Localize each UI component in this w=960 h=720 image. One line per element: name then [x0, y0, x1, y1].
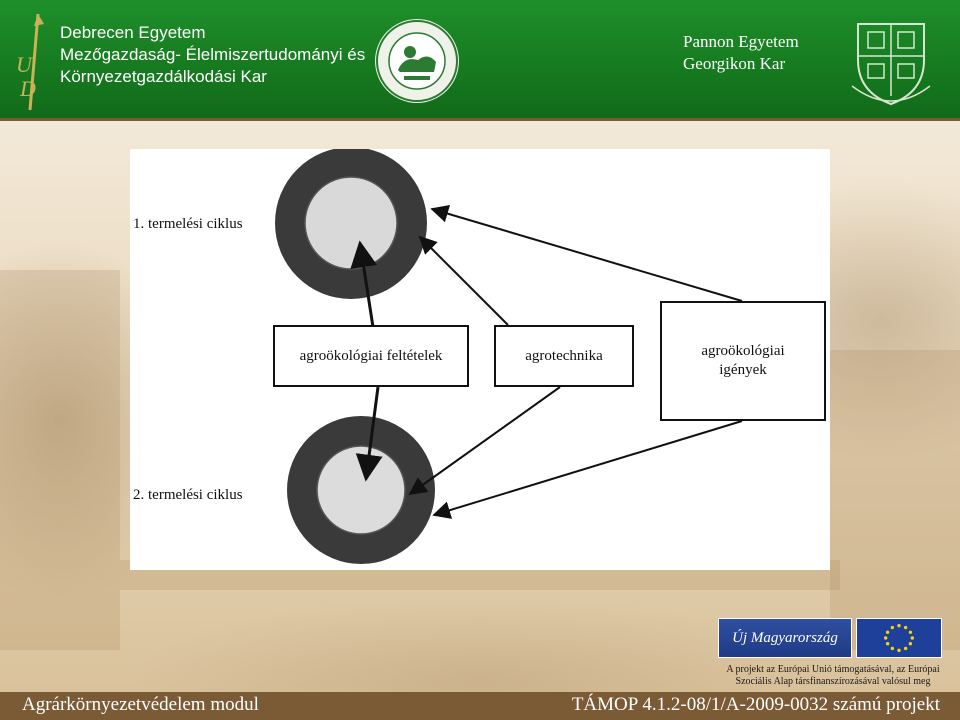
header-right-line-1: Pannon Egyetem	[683, 32, 799, 51]
cycle-2-inner-disc	[316, 445, 406, 535]
arrow-needs-to-cycle-1	[430, 204, 743, 302]
funding-logos: Új Magyarország	[718, 618, 943, 658]
funding-note-line-2: Szociális Alap társfinanszírozásával val…	[735, 676, 931, 687]
box-agrotechnique-label: agrotechnika	[525, 347, 603, 364]
header-left-line-1: Debrecen Egyetem	[60, 23, 206, 42]
arrow-conditions-to-cycle-1	[350, 240, 378, 328]
pannon-crest-icon	[851, 23, 931, 106]
header-left-line-2: Mezőgazdaság- Élelmiszertudományi és	[60, 45, 366, 64]
arrow-conditions-to-cycle-2	[355, 386, 383, 482]
header-divider	[0, 118, 960, 121]
box-agrotechnique: agrotechnika	[494, 325, 634, 387]
arrow-needs-to-cycle-2	[432, 420, 743, 519]
footer-module-title: Agrárkörnyezetvédelem modul	[22, 694, 259, 715]
cycle-1-label: 1. termelési ciklus	[133, 216, 243, 232]
box-needs-line-1: agroökológiai	[701, 343, 785, 359]
box-agroecological-needs: agroökológiai igények	[660, 301, 826, 421]
cycle-1-inner-disc	[304, 176, 398, 270]
svg-text:D: D	[19, 76, 36, 101]
box-needs-line-2: igények	[719, 362, 767, 378]
header-left-title: Debrecen Egyetem Mezőgazdaság- Élelmisze…	[60, 22, 365, 88]
funding-note: A projekt az Európai Unió támogatásával,…	[713, 664, 953, 688]
uj-magyarorszag-logo: Új Magyarország	[718, 618, 852, 658]
header-left-line-3: Környezetgazdálkodási Kar	[60, 67, 267, 86]
footer-bar: Agrárkörnyezetvédelem modul TÁMOP 4.1.2-…	[0, 692, 960, 720]
cycle-2-label: 2. termelési ciklus	[133, 487, 243, 503]
footer-project-id: TÁMOP 4.1.2-08/1/A-2009-0032 számú proje…	[571, 694, 940, 715]
diagram-panel: 1. termelési ciklus 2. termelési ciklus …	[130, 149, 830, 570]
eu-flag-icon	[856, 618, 942, 658]
arrow-technique-to-cycle-2	[408, 386, 561, 496]
uj-magyarorszag-logo-text: Új Magyarország	[732, 629, 838, 646]
header-banner: U D Debrecen Egyetem Mezőgazdaság- Élelm…	[0, 0, 960, 120]
box-agroecological-conditions-label: agroökológiai feltételek	[299, 347, 443, 364]
header-right-title: Pannon Egyetem Georgikon Kar	[683, 31, 799, 75]
cycle-diagram	[275, 149, 743, 564]
svg-text:U: U	[16, 52, 34, 77]
box-agroecological-conditions: agroökológiai feltételek	[273, 325, 469, 387]
header-right-line-2: Georgikon Kar	[683, 54, 786, 73]
funding-note-line-1: A projekt az Európai Unió támogatásával,…	[726, 664, 940, 675]
ud-logo-icon: U D	[16, 13, 44, 111]
arrow-technique-to-cycle-1	[418, 235, 509, 326]
faculty-seal-icon	[375, 19, 459, 103]
